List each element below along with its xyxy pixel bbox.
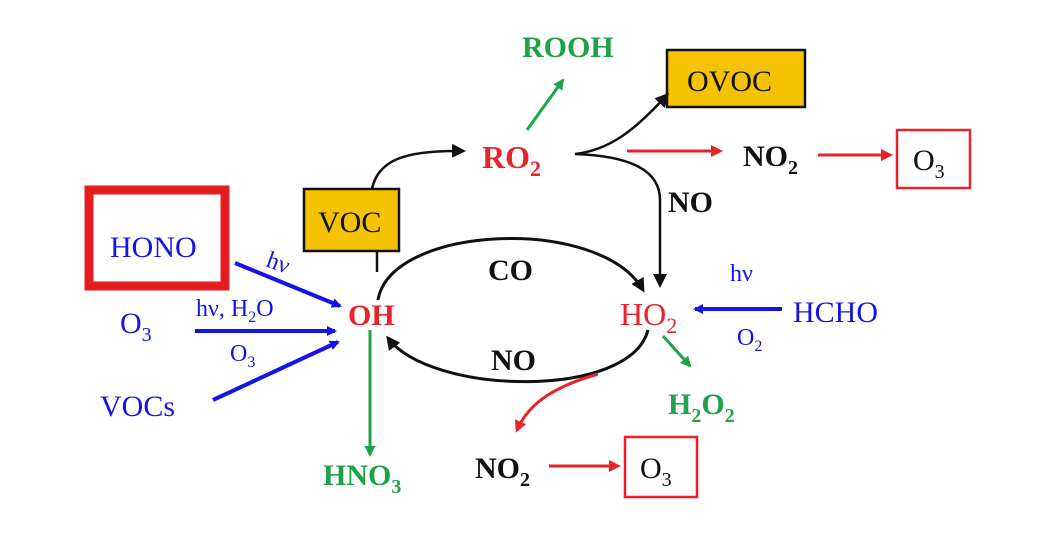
no2-bottom-label: NO2 (475, 452, 530, 491)
ho2-to-h2o2-arrow (661, 334, 692, 368)
o3-top-box (895, 128, 972, 190)
o3-bottom-box (623, 435, 699, 499)
rooh-label: ROOH (522, 31, 614, 64)
hcho-label: HCHO (793, 296, 878, 329)
o3-source-label: O3 (120, 307, 152, 346)
ho2-label: HO2 (620, 296, 677, 338)
o3-vocs-condition-label: O3 (230, 341, 255, 371)
cycle-arc-no-arrow (386, 329, 650, 384)
ro2-to-rooh-arrow (525, 78, 565, 131)
ro2-label: RO2 (482, 139, 541, 181)
voc-label: VOC (318, 206, 381, 239)
no-right-label: NO (668, 186, 713, 219)
vocs-to-oh-arrow (212, 340, 340, 402)
hono-label: HONO (110, 231, 197, 264)
o2-hcho-label: O2 (737, 325, 762, 355)
ro2-to-ovoc-arrow (574, 92, 670, 156)
h2o2-label: H2O2 (668, 388, 735, 427)
oh-label: OH (348, 299, 395, 332)
voc-to-ro2-arrow (370, 143, 466, 190)
hv-h2o-label: hν, H2O (196, 296, 274, 326)
ovoc-box (665, 48, 807, 109)
hono-highlight-box (84, 185, 230, 291)
ovoc-label: OVOC (687, 65, 772, 98)
vocs-source-label: VOCs (100, 390, 175, 423)
ro2-to-ho2-arrow (574, 152, 667, 288)
no-cycle-label: NO (491, 344, 536, 377)
cycle-to-no2-bottom-arrow (515, 372, 599, 433)
no2-top-label: NO2 (743, 140, 798, 179)
o3-bottom-label: O3 (640, 452, 672, 491)
voc-box (302, 187, 401, 253)
hno3-label: HNO3 (323, 459, 401, 498)
cycle-arc-co-arrow (376, 237, 645, 301)
o3-top-label: O3 (913, 144, 945, 183)
hv-hcho-label: hν (730, 261, 753, 287)
co-label: CO (488, 254, 533, 287)
hono-to-oh-arrow (234, 261, 342, 308)
